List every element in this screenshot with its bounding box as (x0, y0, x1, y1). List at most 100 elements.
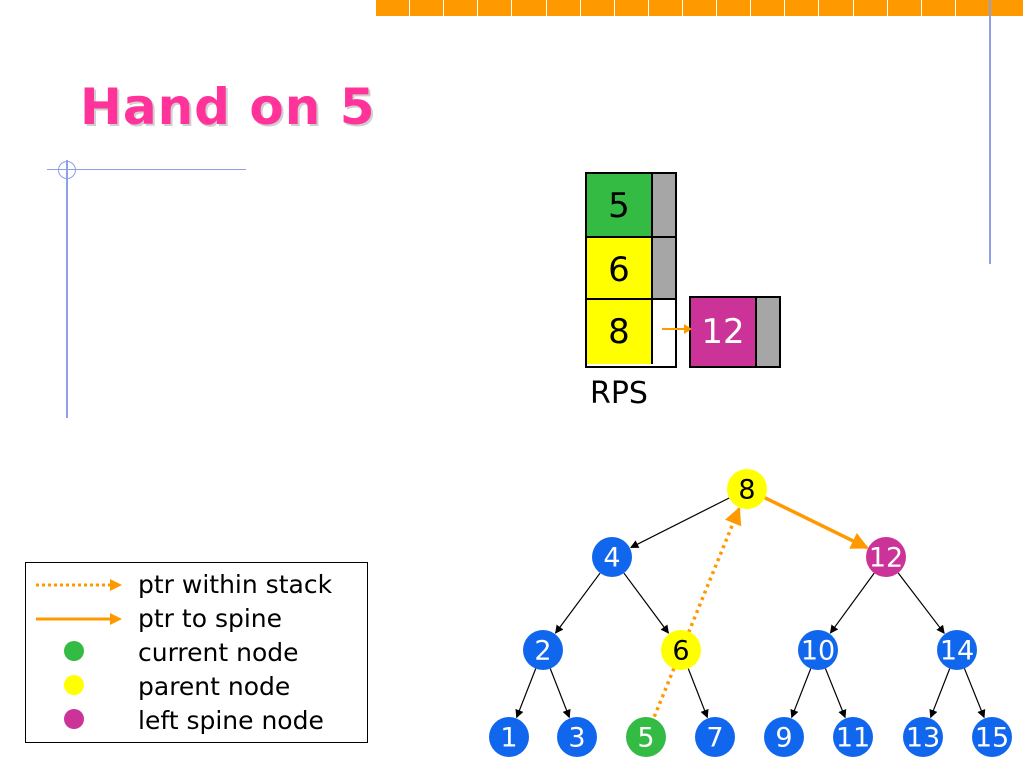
accent-bar-cell (717, 0, 752, 16)
spine-entry: 12 (689, 296, 781, 368)
tree-node-10: 10 (798, 630, 838, 670)
tree-node-circle (523, 630, 563, 670)
accent-bar-cell (751, 0, 786, 16)
tree-node-5: 5 (626, 717, 666, 757)
tree-node-9: 9 (764, 717, 804, 757)
tree-edge-4-6 (623, 572, 669, 634)
tree-node-15: 15 (972, 717, 1012, 757)
tree-node-label: 12 (869, 543, 903, 574)
tree-node-6: 6 (661, 630, 701, 670)
tree-node-circle (695, 717, 735, 757)
tree-edge-4-2 (555, 572, 601, 634)
stack-entry-value: 5 (587, 174, 653, 238)
tree-node-4: 4 (592, 537, 632, 577)
tree-node-13: 13 (903, 717, 943, 757)
tree-node-label: 1 (500, 723, 517, 754)
tree-node-12: 12 (866, 537, 906, 577)
legend-item-current-node: current node (26, 636, 367, 670)
accent-bar-cell (682, 0, 718, 16)
tree-edge-10-11 (824, 668, 847, 719)
stack-entry-value: 8 (587, 300, 653, 364)
stack-entry: 6 (587, 238, 675, 302)
magenta-dot-icon (64, 709, 84, 729)
accent-bar-cell (580, 0, 615, 16)
tree-node-7: 7 (695, 717, 735, 757)
tree-edge-12-14 (897, 572, 945, 634)
legend-label: parent node (138, 672, 291, 701)
tree-edge-8-4 (630, 497, 730, 549)
tree-edge-2-1 (515, 668, 537, 719)
accent-bar-cell (444, 0, 479, 16)
tree-node-label: 9 (775, 723, 792, 754)
tree-node-circle (972, 717, 1012, 757)
tree-node-circle (937, 630, 977, 670)
tree-node-circle (626, 717, 666, 757)
tree-node-label: 4 (603, 543, 620, 574)
legend-item-stack-pointer: ptr within stack (26, 568, 367, 602)
tree-node-1: 1 (489, 717, 529, 757)
left-deco-vertical-line (66, 160, 68, 418)
tree-edge-14-13 (929, 668, 951, 719)
stack-entry-pointer (653, 300, 675, 364)
green-dot-icon (64, 641, 84, 661)
legend-item-spine-node: left spine node (26, 704, 367, 738)
legend-label: left spine node (138, 706, 324, 735)
dotted-arrow-icon (36, 579, 122, 591)
tree-node-label: 8 (738, 475, 755, 506)
tree-edge-12-10 (829, 572, 875, 634)
tree-node-label: 6 (672, 636, 689, 667)
tree-node-11: 11 (833, 717, 873, 757)
tree-node-circle (764, 717, 804, 757)
tree-node-label: 14 (940, 636, 974, 667)
accent-bar-cell (887, 0, 922, 16)
stack-divider (587, 298, 675, 300)
tree-node-14: 14 (937, 630, 977, 670)
tree-node-circle (727, 469, 767, 509)
tree-node-2: 2 (523, 630, 563, 670)
tree-node-label: 11 (836, 723, 870, 754)
tree-node-circle (833, 717, 873, 757)
accent-bar-cell (546, 0, 581, 16)
tree-node-label: 5 (637, 723, 654, 754)
accent-bar-cell (648, 0, 683, 16)
solid-arrow-icon (36, 613, 122, 625)
stack-entry: 8 (587, 300, 675, 364)
tree-node-label: 13 (906, 723, 940, 754)
spine-entry-pointer (757, 298, 779, 366)
spine-entry-value: 12 (691, 298, 757, 366)
tree-node-label: 15 (975, 723, 1009, 754)
tree-node-circle (798, 630, 838, 670)
stack-entry-pointer (653, 174, 675, 238)
legend-label: ptr within stack (138, 570, 333, 599)
yellow-dot-icon (64, 675, 84, 695)
tree-node-circle (661, 630, 701, 670)
tree-edge-6-7 (687, 668, 709, 719)
accent-bar-cell (785, 0, 820, 16)
legend-item-parent-node: parent node (26, 670, 367, 704)
stack-entry: 5 (587, 174, 675, 238)
tree-node-8: 8 (727, 469, 767, 509)
spine-pointer-8-12 (764, 496, 869, 550)
tree-node-circle (489, 717, 529, 757)
tree-edge-2-3 (549, 668, 571, 719)
tree-edge-10-9 (790, 668, 812, 719)
left-deco-horizontal-line (47, 169, 246, 170)
stack-divider (587, 236, 675, 238)
legend-label: current node (138, 638, 299, 667)
accent-bar-cell (853, 0, 888, 16)
legend-label: ptr to spine (138, 604, 283, 633)
tree-node-label: 10 (801, 636, 835, 667)
stack-to-spine-arrow (662, 324, 692, 334)
tree-node-label: 7 (706, 723, 723, 754)
accent-bar-cell (478, 0, 513, 16)
tree-node-label: 2 (534, 636, 551, 667)
tree-node-circle (866, 537, 906, 577)
tree-edge-14-15 (963, 668, 986, 719)
right-deco-line (989, 0, 991, 264)
accent-bar-cell (376, 0, 411, 16)
tree-node-circle (557, 717, 597, 757)
accent-bar-cell (410, 0, 445, 16)
tree-node-circle (903, 717, 943, 757)
deco-circle (58, 161, 76, 179)
slide-title: Hand on 5 (80, 78, 376, 136)
